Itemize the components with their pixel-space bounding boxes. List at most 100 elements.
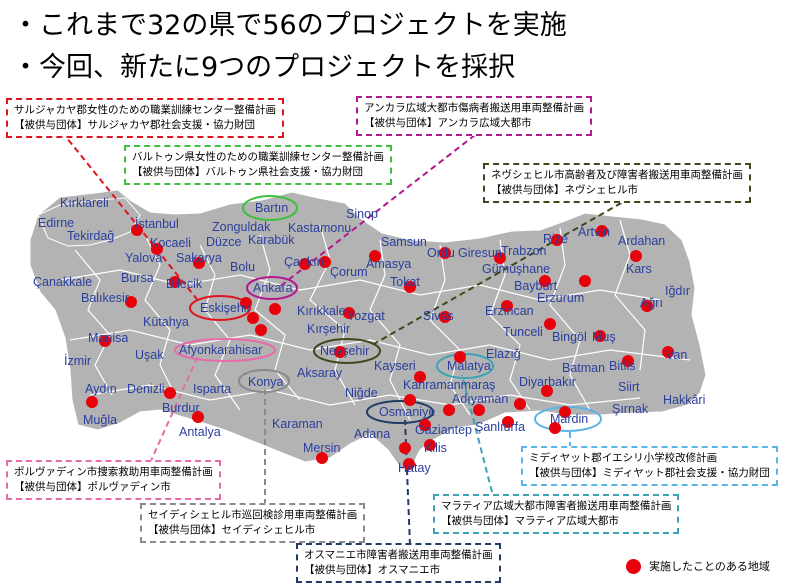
city-label: Balıkesir	[81, 291, 129, 305]
box-nevsehir-recipient: 【被供与団体】ネヴシェヒル市	[491, 184, 638, 196]
city-label: Bitlis	[609, 359, 635, 373]
ellipse-eskisehir	[189, 295, 251, 321]
project-dot	[454, 351, 466, 363]
project-dot	[551, 234, 563, 246]
city-label: Batman	[562, 361, 605, 375]
box-sarujakaya-title: サルジャカヤ郡女性のための職業訓練センター整備計画	[14, 104, 276, 116]
project-dot	[269, 303, 281, 315]
city-label: Kırıkkale	[297, 304, 346, 318]
city-label: Karabük	[248, 233, 295, 247]
box-midyat-recipient: 【被供与団体】ミディヤット郡社会支援・協力財団	[529, 467, 770, 479]
project-dot	[439, 247, 451, 259]
project-dot	[247, 312, 259, 324]
city-label: Tunceli	[503, 325, 543, 339]
project-dot	[299, 258, 311, 270]
project-dot	[419, 419, 431, 431]
box-malatya-title: マラティア広域大都市障害者搬送用車両整備計画	[441, 500, 672, 512]
city-label: Aksaray	[297, 366, 343, 380]
city-label: Gaziantep	[415, 423, 472, 437]
box-midyat: ミディヤット郡イエシリ小学校改修計画 【被供与団体】ミディヤット郡社会支援・協力…	[521, 446, 778, 486]
city-label: Aydın	[85, 382, 117, 396]
box-bartin-recipient: 【被供与団体】バルトゥン県社会支援・協力財団	[132, 166, 363, 178]
box-sarujakaya-recipient: 【被供与団体】サルジャカヤ郡社会支援・協力財団	[14, 119, 255, 131]
project-dot	[424, 439, 436, 451]
ellipse-ankara	[246, 276, 298, 300]
city-label: Ağrı	[640, 296, 663, 310]
city-label: Bilecik	[166, 277, 203, 291]
city-label: Yozgat	[347, 309, 385, 323]
project-dot	[473, 404, 485, 416]
city-label: Sivas	[423, 309, 454, 323]
box-osmaniye-recipient: 【被供与団体】オスマニエ市	[304, 564, 441, 576]
project-dot	[541, 385, 553, 397]
city-label: Hatay	[398, 461, 431, 475]
city-label: Siirt	[618, 380, 640, 394]
box-osmaniye-title: オスマニエ市障害者搬送用車両整備計画	[304, 549, 493, 561]
city-label: İzmir	[64, 354, 91, 368]
city-label: Mardin	[550, 412, 588, 426]
ellipse-konya	[238, 369, 290, 393]
box-ankara-title: アンカラ広域大都市傷病者搬送用車両整備計画	[364, 102, 585, 114]
project-dot	[151, 243, 163, 255]
city-label: Muğla	[83, 413, 117, 427]
connector-ankara	[277, 134, 476, 289]
project-dot	[369, 250, 381, 262]
city-label: Bolu	[230, 260, 255, 274]
box-midyat-title: ミディヤット郡イエシリ小学校改修計画	[529, 452, 718, 464]
city-label: Uşak	[135, 348, 164, 362]
project-dot	[539, 275, 551, 287]
city-label: Van	[666, 348, 687, 362]
project-dot	[319, 256, 331, 268]
city-label: Nevşehir	[320, 344, 369, 358]
project-dot	[99, 335, 111, 347]
project-dot	[579, 275, 591, 287]
connector-lines	[61, 131, 631, 546]
project-dot	[169, 276, 181, 288]
city-label: Artvin	[578, 225, 610, 239]
city-label: Yalova	[125, 251, 162, 265]
city-label: Şanlıurfa	[475, 420, 525, 434]
city-label: Denizli	[127, 382, 165, 396]
box-malatya: マラティア広域大都市障害者搬送用車両整備計画 【被供与団体】マラティア広域大都市	[433, 494, 680, 534]
city-label: Iğdır	[665, 284, 690, 298]
project-dot	[502, 416, 514, 428]
ellipse-bartin	[242, 195, 298, 221]
city-label: Kars	[626, 262, 652, 276]
box-nevsehir-title: ネヴシェヒル市高齢者及び障害者搬送用車両整備計画	[491, 169, 743, 181]
project-dot	[192, 411, 204, 423]
project-dot	[316, 452, 328, 464]
bullet-line-1: ・これまで32の県で56のプロジェクトを実施	[12, 10, 567, 41]
city-label: Karaman	[272, 417, 323, 431]
ellipse-osmaniye	[366, 400, 434, 424]
project-dot	[596, 225, 608, 237]
project-dot	[414, 371, 426, 383]
city-label: Çorum	[330, 265, 368, 279]
city-label: Kayseri	[374, 359, 416, 373]
city-label: Adana	[354, 427, 390, 441]
city-label: Elazığ	[486, 347, 521, 361]
city-label: Edirne	[38, 216, 74, 230]
city-label: Düzce	[206, 235, 241, 249]
city-label: Diyarbakır	[519, 375, 576, 389]
box-bartin-title: バルトゥン県女性のための職業訓練センター整備計画	[132, 151, 384, 163]
city-label: Bingöl	[552, 330, 587, 344]
project-dot	[622, 355, 634, 367]
city-label: Antalya	[179, 425, 221, 439]
project-dot	[662, 346, 674, 358]
project-dots	[86, 224, 674, 470]
box-polatli-title: ポルヴァディン市捜索救助用車両整備計画	[14, 466, 213, 478]
box-polatli: ポルヴァディン市捜索救助用車両整備計画 【被供与団体】ポルヴァディン市	[6, 460, 221, 500]
city-label: Bartın	[255, 201, 288, 215]
city-label: Erzincan	[485, 304, 534, 318]
box-bartin: バルトゥン県女性のための職業訓練センター整備計画 【被供与団体】バルトゥン県社会…	[124, 145, 392, 185]
box-ankara: アンカラ広域大都市傷病者搬送用車両整備計画 【被供与団体】アンカラ広域大都市	[356, 96, 593, 136]
project-dot	[86, 396, 98, 408]
city-label: Hakkâri	[663, 393, 705, 407]
project-dot	[403, 458, 415, 470]
city-label: Burdur	[162, 401, 200, 415]
city-label: Ordu	[427, 246, 455, 260]
project-dot	[549, 422, 561, 434]
city-label: Eskişehir	[200, 301, 251, 315]
project-dot	[164, 387, 176, 399]
city-label: Adıyaman	[452, 392, 508, 406]
